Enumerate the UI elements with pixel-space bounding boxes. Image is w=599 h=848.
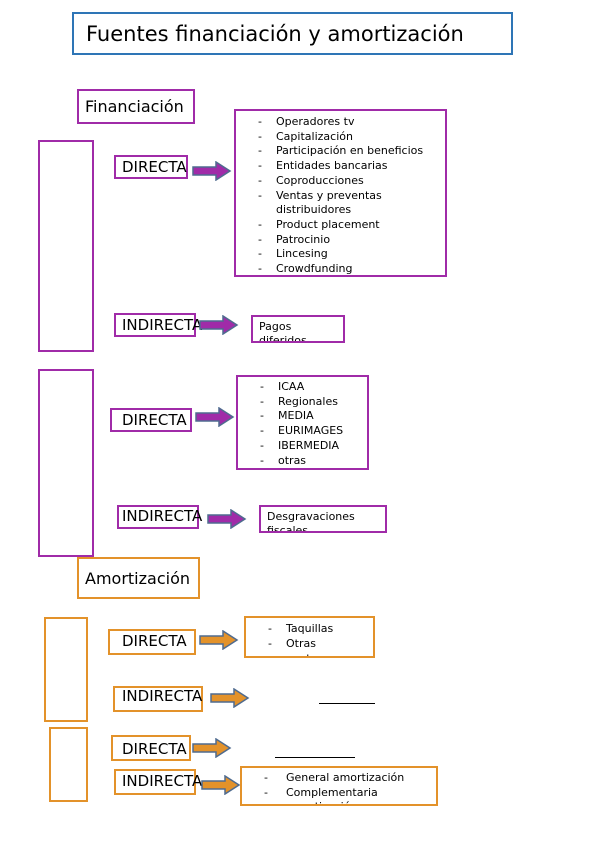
am-g1-directa-label: DIRECTA xyxy=(122,632,187,650)
financiacion-heading-text: Financiación xyxy=(85,97,184,116)
fin-g1-indirecta-text-box: Pagos diferidos xyxy=(251,315,345,343)
page-title-text: Fuentes financiación y amortización xyxy=(86,22,464,46)
am-g1-indirecta-label: INDIRECTA xyxy=(122,687,203,705)
am-g2-directa-label: DIRECTA xyxy=(122,740,187,758)
fin-g1-indirecta-arrow-icon xyxy=(199,315,239,335)
list-item: Participación en beneficios xyxy=(240,144,441,159)
am-g2-indirecta-list-box: General amortización Complementaria amor… xyxy=(240,766,438,806)
list-item: Patrocinio xyxy=(240,233,441,248)
fin-g2-directa-label: DIRECTA xyxy=(122,411,187,429)
am-g1-indirecta-blank-line xyxy=(319,703,375,704)
amortizacion-group2-bracket xyxy=(49,727,88,802)
list-item: ICAA xyxy=(242,380,363,395)
am-g2-indirecta-list: General amortización Complementaria amor… xyxy=(246,771,432,805)
am-g1-directa-box xyxy=(108,629,196,655)
financiacion-group1-bracket xyxy=(38,140,94,352)
fin-g1-directa-box xyxy=(114,155,188,179)
list-item: Otras ventanas xyxy=(250,636,337,656)
am-g1-directa-list-box: Taquillas Otras ventanas xyxy=(244,616,375,658)
am-g1-directa-arrow-icon xyxy=(199,630,239,650)
fin-g1-directa-list-box: Operadores tv Capitalización Participaci… xyxy=(234,109,447,277)
financiacion-heading: Financiación xyxy=(77,89,195,124)
am-g2-indirecta-box xyxy=(114,769,196,795)
list-item: Operadores tv xyxy=(240,115,441,130)
fin-g2-indirecta-box xyxy=(117,505,199,529)
list-item: Product placement xyxy=(240,218,441,233)
list-item: Coproducciones xyxy=(240,174,441,189)
fin-g1-indirecta-label: INDIRECTA xyxy=(122,316,203,334)
amortizacion-heading: Amortización xyxy=(77,557,200,599)
list-item: Lincesing xyxy=(240,247,441,262)
list-item: Capitalización xyxy=(240,130,441,145)
amortizacion-group1-bracket xyxy=(44,617,88,722)
list-item: General amortización xyxy=(246,771,432,786)
amortizacion-heading-text: Amortización xyxy=(85,569,190,588)
fin-g2-indirecta-label: INDIRECTA xyxy=(122,507,203,525)
am-g2-indirecta-label: INDIRECTA xyxy=(122,772,203,790)
am-g2-directa-arrow-icon xyxy=(192,738,232,758)
am-g2-directa-box xyxy=(111,735,191,761)
fin-g2-directa-list: ICAA Regionales MEDIA EURIMAGES IBERMEDI… xyxy=(242,380,363,468)
fin-g1-directa-arrow-icon xyxy=(192,161,232,181)
fin-g2-indirecta-text-box: Desgravaciones fiscales xyxy=(259,505,387,533)
fin-g1-indirecta-text: Pagos diferidos xyxy=(259,320,307,343)
fin-g1-indirecta-box xyxy=(114,313,196,337)
am-g1-directa-list: Taquillas Otras ventanas xyxy=(250,621,369,656)
list-item: Ventas y preventas distribuidores xyxy=(240,189,441,218)
list-item: Crowdfunding xyxy=(240,262,441,277)
fin-g1-directa-label: DIRECTA xyxy=(122,158,187,176)
am-g2-indirecta-arrow-icon xyxy=(201,775,241,795)
fin-g2-directa-arrow-icon xyxy=(195,407,235,427)
list-item: Regionales xyxy=(242,395,363,410)
list-item: MEDIA xyxy=(242,409,363,424)
list-item: Entidades bancarias xyxy=(240,159,441,174)
fin-g2-indirecta-arrow-icon xyxy=(207,509,247,529)
financiacion-group2-bracket xyxy=(38,369,94,557)
am-g2-directa-blank-line xyxy=(275,757,355,758)
fin-g1-directa-list: Operadores tv Capitalización Participaci… xyxy=(240,115,441,277)
fin-g2-directa-box xyxy=(110,408,192,432)
fin-g2-indirecta-text: Desgravaciones fiscales xyxy=(267,510,355,533)
list-item: otras xyxy=(242,454,363,469)
list-item: Taquillas xyxy=(250,621,369,636)
am-g1-indirecta-arrow-icon xyxy=(210,688,250,708)
list-item: Complementaria amortización xyxy=(246,786,386,805)
am-g1-indirecta-box xyxy=(113,686,203,712)
list-item: IBERMEDIA xyxy=(242,439,363,454)
list-item: EURIMAGES xyxy=(242,424,363,439)
page-title: Fuentes financiación y amortización xyxy=(72,12,513,55)
fin-g2-directa-list-box: ICAA Regionales MEDIA EURIMAGES IBERMEDI… xyxy=(236,375,369,470)
